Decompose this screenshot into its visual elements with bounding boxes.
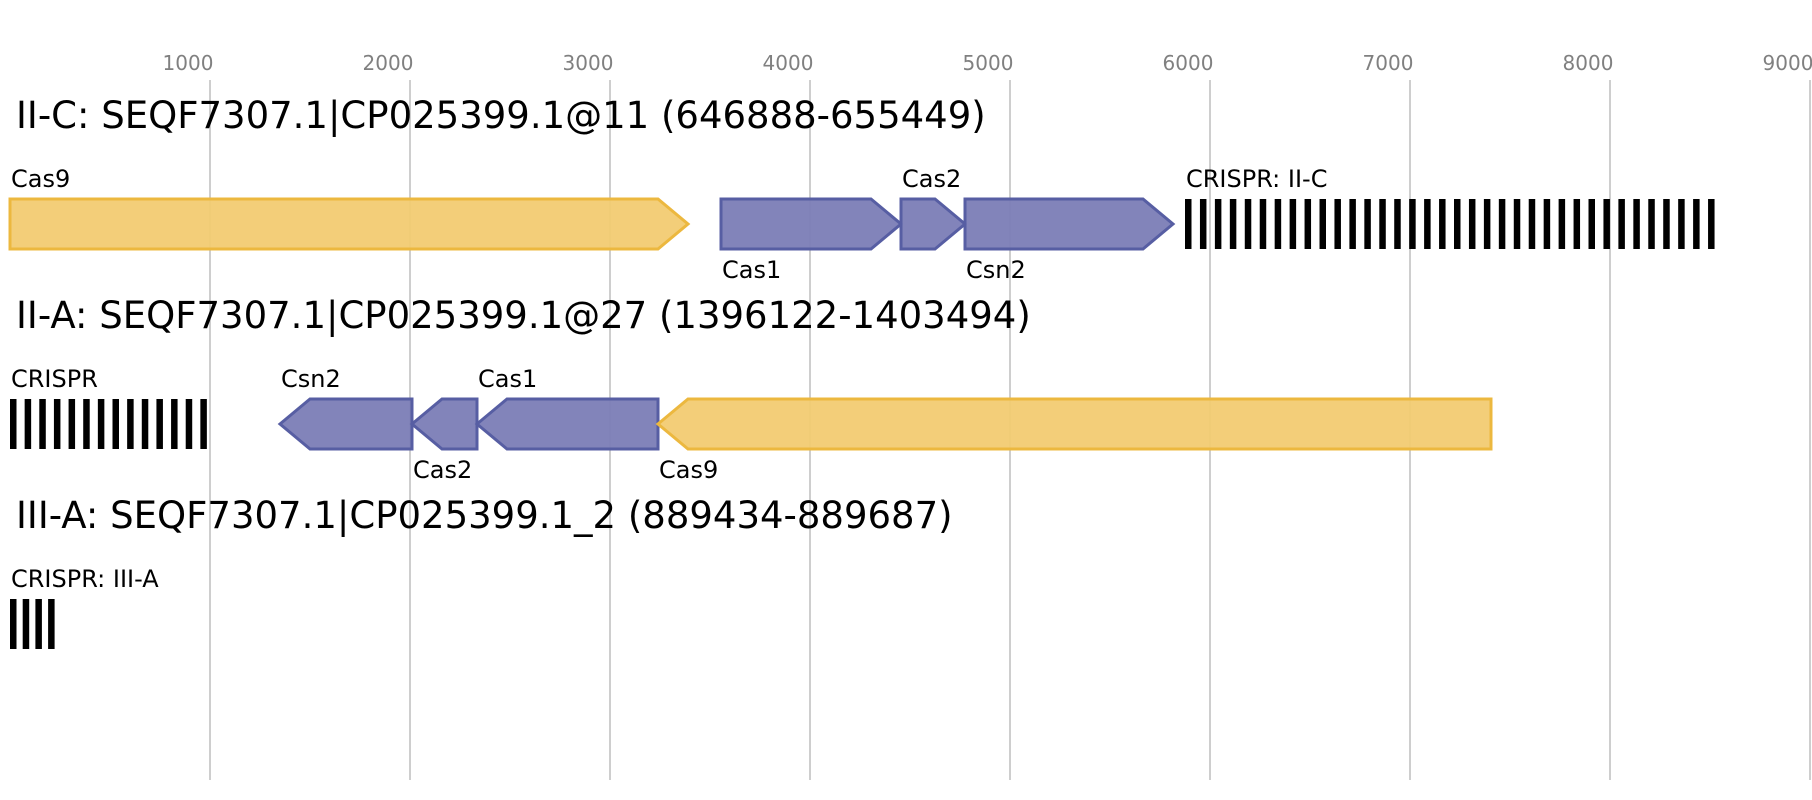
gene-csn2-arrow <box>277 397 414 451</box>
crispr-repeat <box>1185 199 1192 249</box>
crispr-repeat <box>24 399 32 449</box>
crispr-repeat <box>1573 199 1581 249</box>
crispr-repeat <box>1199 199 1207 249</box>
gene-label: Cas1 <box>478 365 537 393</box>
crispr-repeat <box>39 399 46 449</box>
gene-cas1-arrow <box>474 397 660 451</box>
crispr-repeat <box>97 399 105 449</box>
crispr-repeat <box>1663 199 1670 249</box>
gene-label: Cas1 <box>722 256 781 284</box>
gene-label: Cas9 <box>11 165 70 193</box>
crispr-repeat <box>156 399 163 449</box>
crispr-repeat <box>185 399 193 449</box>
crispr-repeat <box>1274 199 1282 249</box>
tick-label: 7000 <box>1363 51 1414 75</box>
crispr-repeat <box>1513 199 1521 249</box>
locus-title: III-A: SEQF7307.1|CP025399.1_2 (889434-8… <box>16 494 953 537</box>
gene-cas9-arrow <box>8 197 691 251</box>
tick-label: 1000 <box>163 51 214 75</box>
crispr-repeat <box>1394 199 1401 249</box>
crispr-repeat <box>200 399 207 449</box>
locus: II-A: SEQF7307.1|CP025399.1@27 (1396122-… <box>10 294 1493 484</box>
gene-csn2-arrow <box>963 197 1176 251</box>
crispr-repeat <box>53 399 61 449</box>
crispr-repeat <box>35 599 42 649</box>
crispr-repeat <box>1678 199 1685 249</box>
gene-label: CRISPR <box>11 365 98 393</box>
loci: II-C: SEQF7307.1|CP025399.1@11 (646888-6… <box>8 94 1715 649</box>
axis-tick-labels: 1000 2000 3000 4000 5000 6000 7000 8000 9000 <box>163 51 1812 75</box>
tick-label: 8000 <box>1563 51 1614 75</box>
gene-cas1-arrow <box>719 197 904 251</box>
crispr-repeat <box>1588 199 1595 249</box>
crispr-repeat <box>1454 199 1461 249</box>
crispr-repeat <box>1409 199 1416 249</box>
crispr-repeat <box>141 399 149 449</box>
crispr-repeat <box>48 599 55 649</box>
crispr-repeat <box>1289 199 1297 249</box>
gene-cas9-arrow <box>655 397 1493 451</box>
gene-label: Csn2 <box>966 256 1026 284</box>
gene-label: CRISPR: II-C <box>1186 165 1327 193</box>
locus: II-C: SEQF7307.1|CP025399.1@11 (646888-6… <box>8 94 1715 284</box>
crispr-repeat <box>1528 199 1536 249</box>
crispr-repeat <box>127 399 134 449</box>
gene-label: Cas9 <box>659 456 718 484</box>
crispr-repeat <box>112 399 119 449</box>
gene-label: CRISPR: III-A <box>11 565 159 593</box>
crispr-repeat <box>1693 199 1700 249</box>
tick-label: 3000 <box>563 51 614 75</box>
crispr-repeat <box>1543 199 1551 249</box>
gene-label: Cas2 <box>902 165 961 193</box>
tick-label: 5000 <box>963 51 1014 75</box>
crispr-repeat <box>1633 199 1640 249</box>
gene-cas2-arrow <box>899 197 968 251</box>
crispr-repeat <box>1214 199 1222 249</box>
gene-label: Cas2 <box>413 456 472 484</box>
locus-title: II-C: SEQF7307.1|CP025399.1@11 (646888-6… <box>16 94 986 137</box>
gene-cas2-arrow <box>409 397 479 451</box>
crispr-repeat <box>1349 199 1356 249</box>
crispr-repeat <box>1439 199 1446 249</box>
tick-label: 6000 <box>1163 51 1214 75</box>
locus-title: II-A: SEQF7307.1|CP025399.1@27 (1396122-… <box>16 294 1031 337</box>
crispr-repeat <box>1364 199 1371 249</box>
locus: III-A: SEQF7307.1|CP025399.1_2 (889434-8… <box>10 494 953 649</box>
crispr-repeat <box>1498 199 1506 249</box>
crispr-repeat <box>83 399 90 449</box>
crispr-repeat <box>10 599 17 649</box>
crispr-repeat <box>1558 199 1566 249</box>
crispr-repeat <box>1229 199 1237 249</box>
crispr-repeat <box>1648 199 1655 249</box>
crispr-repeat <box>22 599 30 649</box>
tick-label: 4000 <box>763 51 814 75</box>
crispr-repeat <box>1304 199 1312 249</box>
crispr-repeat <box>1319 199 1326 249</box>
tick-label: 2000 <box>363 51 414 75</box>
crispr-repeat <box>10 399 17 449</box>
crispr-repeat <box>1603 199 1610 249</box>
crispr-repeat <box>1244 199 1252 249</box>
crispr-repeat <box>1424 199 1431 249</box>
crispr-repeat <box>1708 199 1715 249</box>
crispr-repeat <box>1379 199 1386 249</box>
crispr-repeat <box>1483 199 1491 249</box>
crispr-repeat <box>1334 199 1341 249</box>
gene-label: Csn2 <box>281 365 341 393</box>
crispr-repeat <box>68 399 76 449</box>
tick-label: 9000 <box>1763 51 1812 75</box>
crispr-repeat <box>1618 199 1625 249</box>
crispr-repeat <box>1259 199 1267 249</box>
crispr-repeat <box>1468 199 1476 249</box>
crispr-repeat <box>171 399 178 449</box>
